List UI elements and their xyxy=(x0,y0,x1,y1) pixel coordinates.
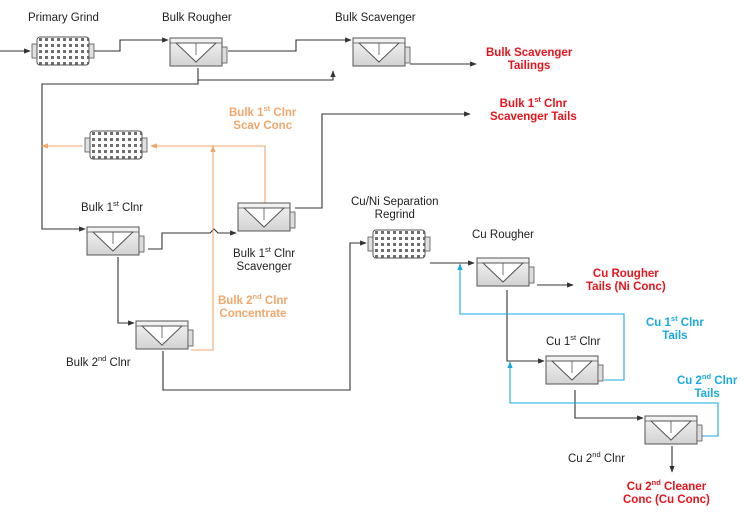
cleaner1-tails-line xyxy=(148,228,237,250)
bulk-rougher-label: Bulk Rougher xyxy=(162,12,232,24)
cu-ni-separation-regrind-mill xyxy=(367,229,431,259)
grind-to-rougher-line xyxy=(94,37,169,52)
cu2-tails-recycle-line xyxy=(507,361,719,437)
bulk-scavenger-tailings-label: Bulk Scavenger Tailings xyxy=(486,47,573,72)
bulk-rougher-cell xyxy=(169,37,228,67)
bulk-scavenger-label: Bulk Scavenger xyxy=(335,12,416,24)
cleaner1-conc-line xyxy=(117,257,135,326)
bulk-2nd-clnr-label: Bulk 2nd Clnr xyxy=(66,354,131,369)
bulk-2nd-clnr-cell xyxy=(135,320,194,350)
cu-1st-clnr-cell xyxy=(545,355,604,385)
bulk-scavenger-cell xyxy=(352,37,411,67)
cu-2nd-clnr-label: Cu 2nd Clnr xyxy=(568,450,625,465)
primary-grind-mill xyxy=(31,36,95,66)
cu-ni-regrind-label: Cu/Ni Separation Regrind xyxy=(351,196,439,221)
scav-tails-out-line xyxy=(295,111,471,209)
bulk-2nd-clnr-concentrate-label: Bulk 2nd Clnr Concentrate xyxy=(218,292,288,320)
cu-2nd-clnr-tails-label: Cu 2nd Clnr Tails xyxy=(677,372,738,400)
bulk-1st-clnr-scavenger-cell xyxy=(237,202,296,232)
cleaner2-conc-line xyxy=(162,240,367,391)
bulk-1st-clnr-scavenger-label: Bulk 1st Clnr Scavenger xyxy=(233,245,296,273)
cu1-tails-recycle-line xyxy=(457,263,625,381)
primary-grind-label: Primary Grind xyxy=(28,12,99,24)
cu-2nd-cleaner-conc-label: Cu 2nd Cleaner Conc (Cu Conc) xyxy=(623,478,710,506)
cu-rougher-tails-label: Cu Rougher Tails (Ni Conc) xyxy=(586,268,666,293)
rougher-conc-line xyxy=(197,68,336,81)
rougher-tails-line xyxy=(228,37,352,52)
bulk-1st-clnr-label: Bulk 1st Clnr xyxy=(81,199,144,214)
cu-rougher-conc-line xyxy=(506,290,545,364)
cu-1st-clnr-label: Cu 1st Clnr xyxy=(546,333,601,348)
cu-1st-clnr-tails-label: Cu 1st Clnr Tails xyxy=(646,314,704,342)
cleaner2-tails-recycle-line xyxy=(191,145,216,351)
bulk-scav-conc-regrind-mill xyxy=(84,130,148,160)
bulk-1st-clnr-scavenger-tails-label: Bulk 1st Clnr Scavenger Tails xyxy=(490,95,577,123)
cu-rougher-cell xyxy=(476,257,535,287)
cu-cleaner1-conc-line xyxy=(574,390,644,421)
cu-2nd-clnr-cell xyxy=(644,415,703,445)
scav-conc-recycle-line xyxy=(150,143,266,206)
bulk-1st-clnr-scav-conc-label: Bulk 1st Clnr Scav Conc xyxy=(229,104,297,132)
rougher-conc-to-cleaner-line xyxy=(41,80,199,232)
cu-rougher-label: Cu Rougher xyxy=(472,229,535,241)
bulk-1st-clnr-cell xyxy=(86,226,145,256)
